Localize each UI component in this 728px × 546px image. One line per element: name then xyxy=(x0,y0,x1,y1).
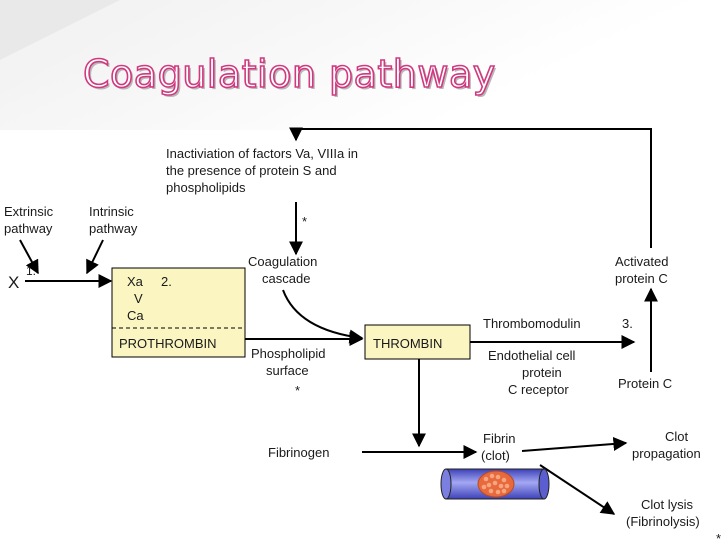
propagation-arrow xyxy=(521,436,628,452)
corner-stripe xyxy=(0,0,175,95)
vessel-graphic xyxy=(440,468,550,500)
x-label: X xyxy=(8,273,19,292)
phospholipid-star: * xyxy=(295,383,300,398)
inactivation-star: * xyxy=(302,214,307,229)
clot-lysis-star: * xyxy=(716,531,721,546)
page-title: Coagulation pathway xyxy=(82,51,496,97)
intrinsic-arrow xyxy=(86,239,104,275)
vessel-end-right xyxy=(538,468,550,500)
vessel-end-left xyxy=(440,468,452,500)
clot-cells xyxy=(481,473,510,495)
step-1-label: 1. xyxy=(26,264,36,278)
thrombin-box xyxy=(364,324,471,360)
factor-box xyxy=(111,267,246,358)
vessel-with-clot xyxy=(440,466,552,509)
step-2-label: 2. xyxy=(161,274,172,289)
lysis-arrow xyxy=(539,464,616,515)
feedback-line xyxy=(289,127,652,248)
thrombin-label: THROMBIN xyxy=(373,336,442,351)
clot-lysis-label: Clot lysis(Fibrinolysis) xyxy=(626,497,700,529)
corner-decoration xyxy=(0,0,175,95)
fibrin-label: Fibrin(clot) xyxy=(481,431,516,463)
step-3-label: 3. xyxy=(622,316,633,331)
extrinsic-arrow xyxy=(19,239,39,275)
thrombomodulin-label: Thrombomodulin xyxy=(483,316,581,331)
fibrinogen-label: Fibrinogen xyxy=(268,445,329,460)
cascade-arrow xyxy=(282,289,364,344)
protein-c-label: Protein C xyxy=(618,376,672,391)
prothrombin-label: PROTHROMBIN xyxy=(119,336,217,351)
